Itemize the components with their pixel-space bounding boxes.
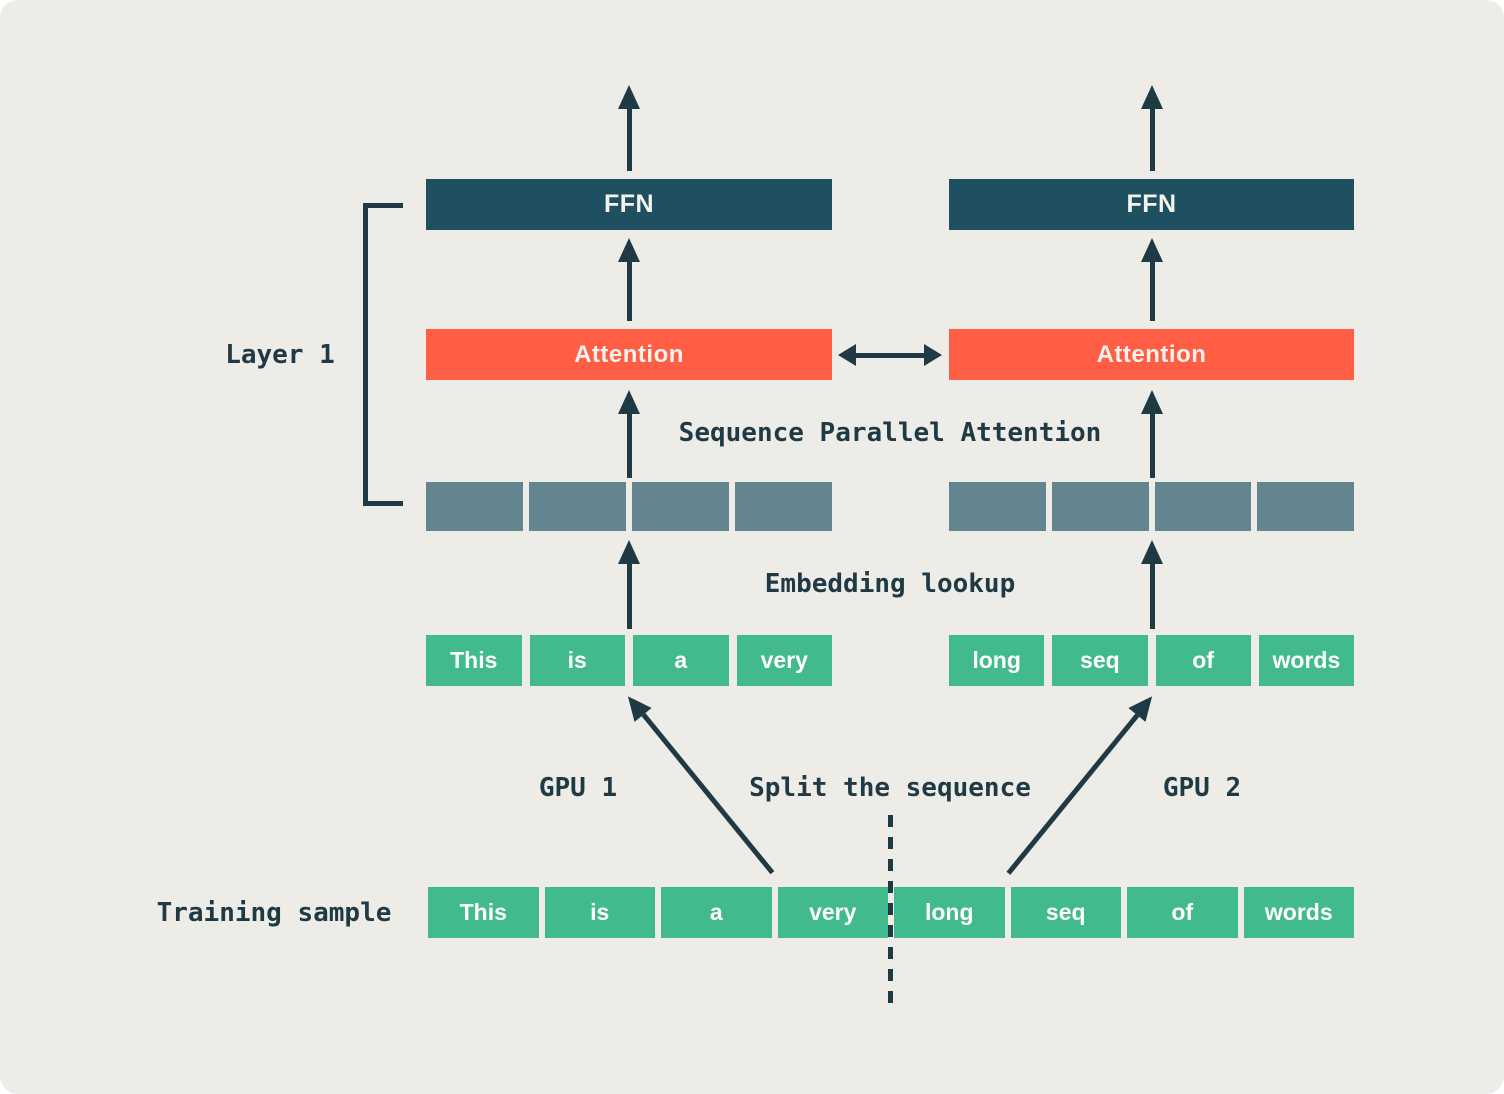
attention-label: Attention	[574, 340, 684, 368]
token: very	[777, 887, 888, 938]
ffn-block-gpu2: FFN	[949, 179, 1354, 230]
token: a	[633, 635, 729, 686]
arrow-shaft	[626, 414, 632, 478]
attention-block-gpu1: Attention	[426, 329, 832, 380]
token-to-embedding-arrow-gpu1	[618, 540, 640, 629]
embedding-to-attention-arrow-gpu2	[1141, 390, 1163, 478]
arrow-shaft	[1149, 262, 1155, 321]
embedding-cell	[949, 482, 1046, 531]
embedding-cell	[1257, 482, 1354, 531]
attention-block-gpu2: Attention	[949, 329, 1354, 380]
token: This	[428, 887, 539, 938]
split-divider-dotted-line	[888, 815, 893, 1009]
token-row-gpu1: This is a very	[426, 635, 832, 686]
output-arrow-gpu2	[1141, 85, 1163, 171]
split-the-sequence-label: Split the sequence	[749, 773, 1031, 803]
token-to-embedding-arrow-gpu2	[1141, 540, 1163, 629]
token: of	[1155, 635, 1251, 686]
training-sample-row: This is a very long seq of words	[428, 887, 1354, 938]
embedding-row-gpu2	[949, 482, 1354, 531]
arrow-shaft	[626, 564, 632, 629]
token: seq	[1010, 887, 1121, 938]
embedding-cell	[1051, 482, 1149, 531]
arrow-head-icon	[618, 85, 640, 109]
embedding-cell	[529, 482, 626, 531]
token: a	[661, 887, 772, 938]
arrow-shaft	[626, 262, 632, 321]
token: seq	[1052, 635, 1148, 686]
arrow-head-left-icon	[838, 344, 856, 366]
arrow-shaft	[856, 352, 924, 358]
arrow-head-icon	[1141, 85, 1163, 109]
attention-to-ffn-arrow-gpu1	[618, 238, 640, 321]
embedding-cell	[735, 482, 832, 531]
token: long	[949, 635, 1045, 686]
arrow-head-icon	[1141, 390, 1163, 414]
token: words	[1243, 887, 1354, 938]
gpu1-label: GPU 1	[538, 773, 618, 803]
output-arrow-gpu1	[618, 85, 640, 171]
token-row-gpu2: long seq of words	[949, 635, 1354, 686]
embedding-cell	[632, 482, 729, 531]
arrow-head-icon	[1141, 238, 1163, 262]
ffn-label: FFN	[1126, 190, 1177, 218]
arrow-head-right-icon	[924, 344, 942, 366]
token: This	[426, 635, 522, 686]
embedding-to-attention-arrow-gpu1	[618, 390, 640, 478]
arrow-head-icon	[618, 390, 640, 414]
arrow-head-icon	[618, 540, 640, 564]
token: of	[1127, 887, 1238, 938]
embedding-lookup-label: Embedding lookup	[764, 569, 1016, 599]
layer1-bracket	[363, 203, 403, 506]
token: long	[894, 887, 1005, 938]
embedding-cell	[1154, 482, 1252, 531]
arrow-shaft	[1149, 564, 1155, 629]
embedding-row-gpu1	[426, 482, 832, 531]
sequence-parallel-attention-label: Sequence Parallel Attention	[678, 418, 1102, 448]
attention-exchange-arrow	[838, 344, 942, 366]
training-sample-label: Training sample	[156, 898, 392, 928]
attention-to-ffn-arrow-gpu2	[1141, 238, 1163, 321]
arrow-head-icon	[1141, 540, 1163, 564]
arrow-head-icon	[618, 238, 640, 262]
gpu2-label: GPU 2	[1162, 773, 1242, 803]
embedding-cell	[426, 482, 523, 531]
layer1-label: Layer 1	[225, 340, 335, 370]
token: is	[544, 887, 655, 938]
arrow-shaft	[1149, 109, 1155, 171]
attention-label: Attention	[1096, 340, 1207, 368]
arrow-shaft	[1149, 414, 1155, 478]
token: very	[736, 635, 832, 686]
token: words	[1258, 635, 1354, 686]
token: is	[529, 635, 625, 686]
arrow-shaft	[626, 109, 632, 171]
ffn-block-gpu1: FFN	[426, 179, 832, 230]
ffn-label: FFN	[603, 190, 655, 218]
